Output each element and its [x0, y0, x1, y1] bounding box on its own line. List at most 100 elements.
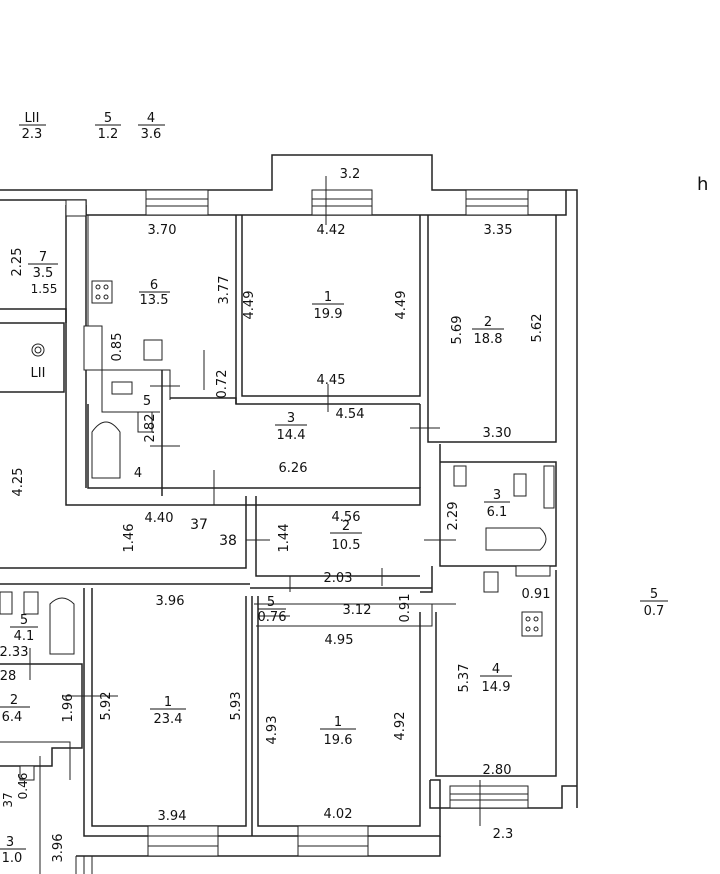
room-5-small-number: 5: [267, 595, 275, 610]
room-2-corr-number: 2: [342, 519, 350, 534]
dim-3-94: 3.94: [158, 809, 187, 824]
room-1-left-area: 23.4: [154, 712, 183, 727]
room-6-area: 13.5: [140, 293, 169, 308]
fixtures: [0, 280, 547, 781]
dimension-ticks: [29, 176, 481, 826]
dim-5-62: 5.62: [530, 314, 545, 343]
room-4-store-number: 4: [134, 466, 142, 481]
dim-1-55: 1.55: [31, 282, 58, 296]
walls: [0, 154, 578, 874]
room-4-right-area: 14.9: [482, 680, 511, 695]
dim-2-33: 2.33: [0, 645, 28, 660]
room-5-out-area: 0.7: [644, 604, 665, 619]
dim-3-96b: 3.96: [51, 834, 66, 863]
dim-2-3: 2.3: [493, 827, 514, 842]
room-2-top-area: 18.8: [474, 332, 503, 347]
dim-3-12: 3.12: [343, 603, 372, 618]
dim-5-37: 5.37: [457, 664, 472, 693]
room-l5-area: 4.1: [14, 629, 35, 644]
room-5-small-area: 0.76: [258, 610, 287, 625]
room-l5-number: 5: [20, 613, 28, 628]
room-3-bath-number: 3: [493, 488, 501, 503]
dim-4-93: 4.93: [265, 716, 280, 745]
radiator-icon: [19, 765, 35, 781]
legend-a-num: LII: [25, 111, 40, 126]
dim-5-93: 5.93: [229, 692, 244, 721]
room-7-number: 7: [39, 250, 47, 265]
legend: LII 2.3 5 1.2 4 3.6 h: [19, 111, 708, 195]
dim-0-72: 0.72: [215, 370, 230, 399]
dim-1-96: 1.96: [61, 694, 76, 723]
windows: [65, 189, 555, 857]
room-3-hall-area: 14.4: [277, 428, 306, 443]
dim-2-29: 2.29: [446, 502, 461, 531]
room-4-right-number: 4: [492, 662, 500, 677]
toilet-icon-d: [513, 473, 527, 497]
outer-wall-top: [0, 154, 578, 808]
dim-4-25: 4.25: [11, 468, 26, 497]
legend-a-den: 2.3: [22, 127, 43, 142]
dim-5-92: 5.92: [99, 692, 114, 721]
dim-3-2: 3.2: [340, 167, 361, 182]
dim-4-40: 4.40: [145, 511, 174, 526]
room-labels: 6 13.5 1 19.9 2 18.8 7 3.5 3 14.4 5 4 2 …: [0, 250, 668, 866]
toilet-icon-f: [23, 591, 39, 615]
dim-4-54: 4.54: [336, 407, 365, 422]
lii-label: LII: [31, 366, 46, 381]
room-1-top-number: 1: [324, 290, 332, 305]
legend-c-den: 3.6: [141, 127, 162, 142]
dim-6-26: 6.26: [279, 461, 308, 476]
room-6-number: 6: [150, 278, 158, 293]
room-l2-area: 6.4: [2, 710, 23, 725]
bathtub-icon: [91, 421, 121, 479]
sink-icon: [143, 339, 163, 361]
dim-1-46: 1.46: [122, 524, 137, 553]
stove-icon-right: [521, 611, 543, 637]
dim-4-49b: 4.49: [394, 291, 409, 320]
dim-0-85: 0.85: [110, 333, 125, 362]
dimension-labels: 3.2 3.70 4.42 3.35 1.55 4.45 4.54 3.30 6…: [0, 167, 550, 862]
dim-37: 37: [190, 517, 208, 533]
room-l3-area: 1.0: [2, 851, 23, 866]
toilet-icon-c: [453, 465, 467, 487]
dim-4-56: 4.56: [332, 510, 361, 525]
legend-c-num: 4: [147, 111, 155, 126]
room-2-top-number: 2: [484, 315, 492, 330]
dim-4-45: 4.45: [317, 373, 346, 388]
dim-0-91a: 0.91: [398, 594, 413, 623]
toilet-icon: [111, 381, 133, 395]
dim-0-91b: 0.91: [522, 587, 551, 602]
corner-label: h: [697, 174, 708, 195]
dim-1-44: 1.44: [277, 524, 292, 553]
room-3-hall-number: 3: [287, 411, 295, 426]
dim-3-30: 3.30: [483, 426, 512, 441]
dim-4-92: 4.92: [393, 712, 408, 741]
room-5-out-number: 5: [650, 587, 658, 602]
room-2-corr-area: 10.5: [332, 538, 361, 553]
legend-b-num: 5: [104, 111, 112, 126]
room-1-mid-number: 1: [334, 715, 342, 730]
stove-icon: [91, 280, 113, 304]
room-1-top-area: 19.9: [314, 307, 343, 322]
dim-38: 38: [219, 533, 237, 549]
dim-3-96a: 3.96: [156, 594, 185, 609]
toilet-icon-b: [137, 411, 153, 433]
dim-2-80: 2.80: [483, 763, 512, 778]
dim-3-70: 3.70: [148, 223, 177, 238]
dim-2-82: 2.82: [143, 414, 158, 443]
dim-3-77: 3.77: [217, 276, 232, 305]
room-1-left-number: 1: [164, 695, 172, 710]
dim-4-49a: 4.49: [242, 291, 257, 320]
legend-b-den: 1.2: [98, 127, 119, 142]
dim-5-69: 5.69: [450, 316, 465, 345]
dim-0-46: 0.46: [16, 773, 30, 800]
room-5-bath-number: 5: [143, 394, 151, 409]
dim-2-03: 2.03: [324, 571, 353, 586]
bathtub-icon-left: [49, 597, 75, 655]
room-7-area: 3.5: [33, 266, 54, 281]
bathtub-icon-right: [485, 527, 547, 551]
dim-4-42: 4.42: [317, 223, 346, 238]
toilet-icon-e: [483, 571, 499, 593]
dim-28: 28: [0, 669, 16, 684]
